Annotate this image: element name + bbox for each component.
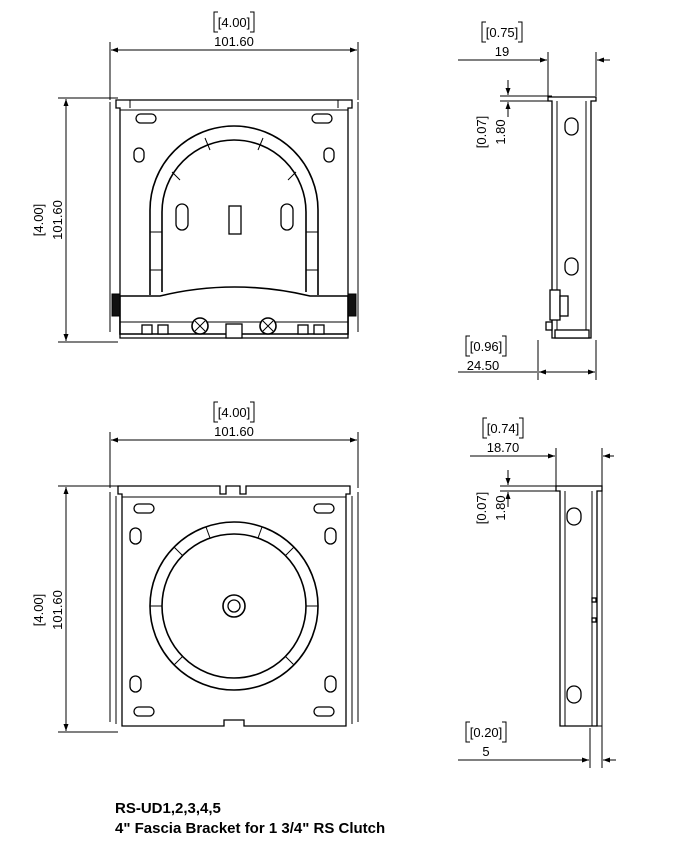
top-front-height-dimension: [4.00] 101.60 <box>31 97 118 343</box>
top-front-width-dimension: [4.00] 101.60 <box>109 11 359 100</box>
bottom-side-tab-in: [0.20] <box>470 725 503 740</box>
bottom-front-width-in: [4.00] <box>218 405 251 420</box>
bottom-clutch-housing <box>149 521 319 691</box>
top-side-thickness-mm: 1.80 <box>493 119 508 144</box>
top-front-height-in: [4.00] <box>31 204 46 237</box>
bottom-side-thickness-dimension: [0.07] 1.80 <box>474 470 560 524</box>
bottom-front-height-mm: 101.60 <box>50 590 65 630</box>
bottom-front-view: [4.00] 101.60 [4.00] 101.60 <box>31 401 359 733</box>
top-side-base-dimension: [0.96] 24.50 <box>458 335 597 380</box>
top-side-thickness-dimension: [0.07] 1.80 <box>474 80 552 148</box>
top-front-view: [4.00] 101.60 [4.00] 101.60 <box>31 11 359 343</box>
bottom-front-height-dimension: [4.00] 101.60 <box>31 485 118 733</box>
top-clutch-housing <box>149 125 319 295</box>
bottom-side-bracket <box>555 485 603 740</box>
top-side-thickness-in: [0.07] <box>474 116 489 149</box>
top-front-width-mm: 101.60 <box>214 34 254 49</box>
bottom-side-thickness-in: [0.07] <box>474 492 489 525</box>
top-side-bracket <box>545 96 597 339</box>
top-side-view: [0.75] 19 [0.07] 1.80 <box>458 21 610 380</box>
top-side-depth-in: [0.75] <box>486 25 519 40</box>
top-base-block <box>111 286 357 339</box>
top-front-width-in: [4.00] <box>218 15 251 30</box>
bottom-side-thickness-mm: 1.80 <box>493 495 508 520</box>
top-side-base-in: [0.96] <box>470 339 503 354</box>
product-description: 4" Fascia Bracket for 1 3/4" RS Clutch <box>115 820 386 837</box>
bottom-side-depth-dimension: [0.74] 18.70 <box>470 417 614 486</box>
bottom-side-tab-mm: 5 <box>482 744 489 759</box>
bottom-front-height-in: [4.00] <box>31 594 46 627</box>
screw-icon <box>191 317 209 335</box>
bottom-front-width-mm: 101.60 <box>214 424 254 439</box>
top-front-height-mm: 101.60 <box>50 200 65 240</box>
bottom-side-depth-mm: 18.70 <box>487 440 520 455</box>
screw-icon <box>259 317 277 335</box>
bottom-front-width-dimension: [4.00] 101.60 <box>109 401 359 488</box>
top-side-depth-mm: 19 <box>495 44 509 59</box>
top-side-depth-dimension: [0.75] 19 <box>458 21 610 96</box>
bottom-side-view: [0.74] 18.70 [0.07] 1.80 <box>458 417 616 768</box>
top-side-base-mm: 24.50 <box>467 358 500 373</box>
bottom-side-tab-dimension: [0.20] 5 <box>458 721 616 768</box>
bottom-side-depth-in: [0.74] <box>487 421 520 436</box>
model-number: RS-UD1,2,3,4,5 <box>115 800 221 817</box>
